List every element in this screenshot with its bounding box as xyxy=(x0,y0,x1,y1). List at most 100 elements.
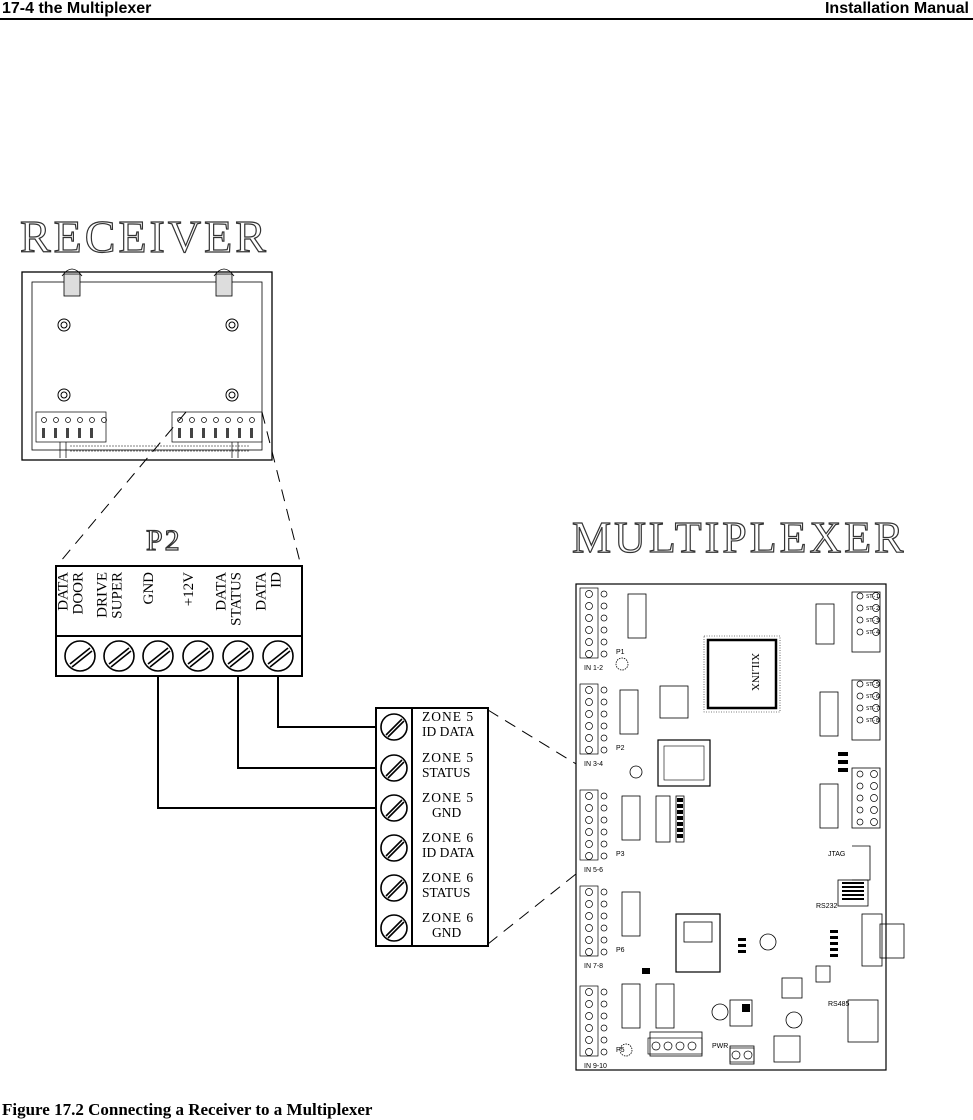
terminal-pin xyxy=(585,1036,593,1044)
terminal-pin xyxy=(585,792,593,800)
terminal-pin xyxy=(585,1000,593,1008)
status-terminal-screw xyxy=(856,604,864,612)
terminal-screw xyxy=(600,988,608,996)
input-terminal-strip xyxy=(579,683,599,755)
p2-label-word: +12V xyxy=(181,572,197,606)
terminal-pin xyxy=(585,828,593,836)
connector-label: P6 xyxy=(616,947,625,954)
zone-terminal-block xyxy=(375,707,489,947)
status-terminal-pin xyxy=(872,592,880,600)
input-terminal-strip xyxy=(579,587,599,659)
p2-terminal-block xyxy=(55,565,303,677)
terminal-pin xyxy=(585,804,593,812)
terminal-screw xyxy=(600,828,608,836)
terminal-screw xyxy=(600,792,608,800)
output-terminal-screw xyxy=(856,818,864,826)
output-terminal-pin xyxy=(870,782,878,790)
terminal-screw xyxy=(600,1000,608,1008)
status-terminal-label: ST-3 xyxy=(866,618,879,624)
zone-label-title: ZONE 5 xyxy=(422,709,474,724)
terminal-screw xyxy=(600,650,608,658)
header-manual-title: Installation Manual xyxy=(824,0,969,17)
terminal-pin xyxy=(585,638,593,646)
output-terminal-screw xyxy=(856,806,864,814)
terminal-screw xyxy=(600,614,608,622)
zone-label-title: ZONE 6 xyxy=(422,830,474,845)
output-terminal-pin xyxy=(870,770,878,778)
terminal-pin xyxy=(585,626,593,634)
zone-label-signal: ID DATA xyxy=(422,724,475,739)
input-terminal-strip xyxy=(579,789,599,861)
multiplexer-leader-lines xyxy=(487,709,587,945)
terminal-screw xyxy=(600,1036,608,1044)
terminal-screw xyxy=(600,840,608,848)
terminal-pin xyxy=(585,722,593,730)
zone-label-title: ZONE 6 xyxy=(422,870,474,885)
terminal-pin xyxy=(585,948,593,956)
status-terminal-pin xyxy=(872,680,880,688)
terminal-screw xyxy=(600,590,608,598)
status-terminal-pin xyxy=(872,716,880,724)
input-terminal-strip xyxy=(579,885,599,957)
status-terminal-label: ST-2 xyxy=(866,606,879,612)
terminal-pin xyxy=(585,686,593,694)
rs485-label: RS485 xyxy=(828,1001,850,1008)
status-terminal-screw xyxy=(856,704,864,712)
p2-label-word: DATA xyxy=(254,572,270,611)
terminal-pin xyxy=(585,650,593,658)
input-group-label: IN 5-6 xyxy=(584,867,603,874)
terminal-screw xyxy=(600,888,608,896)
header-section-title: 17-4 the Multiplexer xyxy=(2,0,152,17)
terminal-screw xyxy=(600,948,608,956)
zone-label-signal: ID DATA xyxy=(422,845,475,860)
input-terminal-strip xyxy=(579,985,599,1057)
jtag-label: JTAG xyxy=(828,851,845,858)
status-terminal-screw xyxy=(856,692,864,700)
status-terminal-pin xyxy=(872,704,880,712)
terminal-screw xyxy=(600,1012,608,1020)
zone-label-title: ZONE 6 xyxy=(422,910,474,925)
receiver-title: RECEIVER xyxy=(20,211,269,262)
terminal-screw xyxy=(600,936,608,944)
wires xyxy=(157,676,376,809)
terminal-pin xyxy=(585,590,593,598)
terminal-screw xyxy=(600,900,608,908)
p2-terminal-label: GND xyxy=(141,572,157,605)
xilinx-chip-label: XILINX xyxy=(749,653,761,691)
terminal-screw xyxy=(600,804,608,812)
zone-label-signal: STATUS xyxy=(422,765,470,780)
status-terminal-screw xyxy=(856,716,864,724)
terminal-screw xyxy=(600,1024,608,1032)
terminal-pin xyxy=(585,614,593,622)
terminal-pin xyxy=(585,1048,593,1056)
terminal-pin xyxy=(585,746,593,754)
p2-title: P2 xyxy=(146,524,182,557)
p2-label-word: DOOR xyxy=(71,572,87,615)
status-terminal-label: ST-7 xyxy=(866,706,879,712)
input-group-label: IN 7-8 xyxy=(584,963,603,970)
zone-label-signal: GND xyxy=(432,925,461,940)
p2-label-word: ID xyxy=(269,572,285,588)
terminal-screw xyxy=(600,686,608,694)
p2-label-word: GND xyxy=(141,572,157,605)
terminal-screw xyxy=(600,602,608,610)
terminal-pin xyxy=(585,1012,593,1020)
p2-label-word: DRIVE xyxy=(95,572,111,618)
terminal-pin xyxy=(585,1024,593,1032)
terminal-pin xyxy=(585,710,593,718)
output-terminal-screw xyxy=(856,794,864,802)
output-terminal-pin xyxy=(870,794,878,802)
output-terminal-pin xyxy=(870,818,878,826)
receiver-board xyxy=(21,268,273,461)
terminal-pin xyxy=(585,924,593,932)
terminal-screw xyxy=(600,710,608,718)
terminal-screw xyxy=(600,698,608,706)
